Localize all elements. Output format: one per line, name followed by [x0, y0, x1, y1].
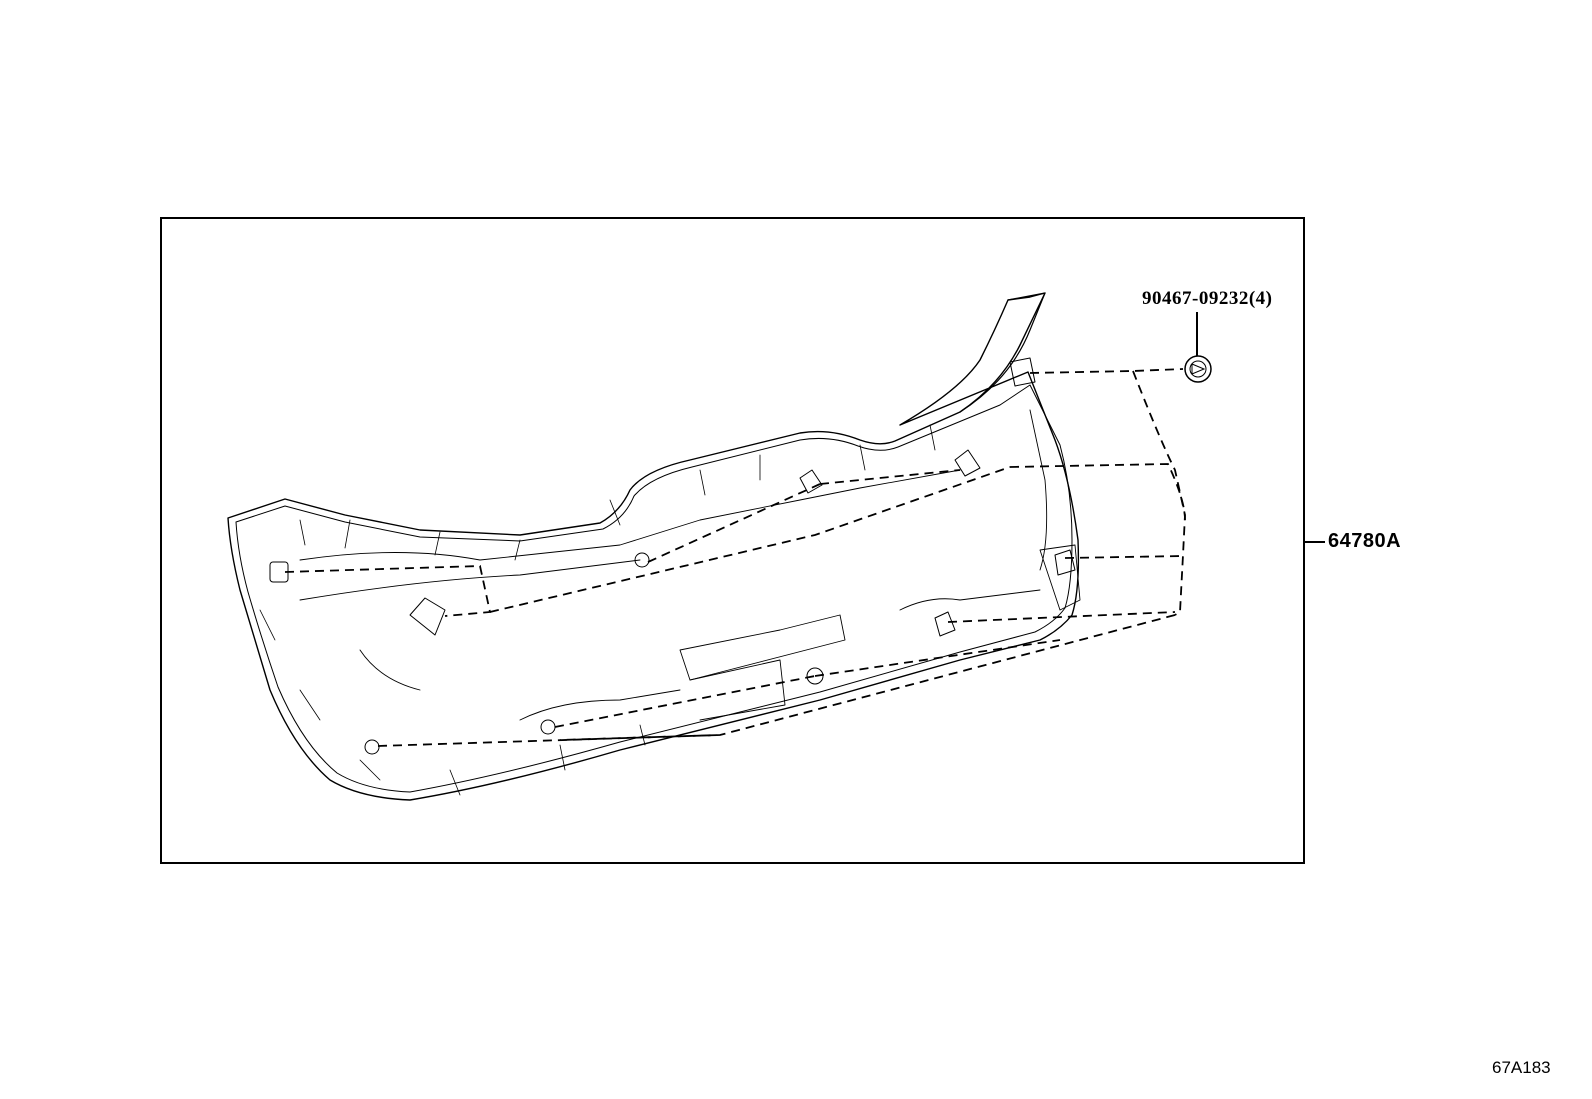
clip-seats	[269, 357, 1076, 755]
panel-outline	[227, 292, 1080, 801]
leader-lines	[284, 368, 1186, 747]
clip-icon	[1184, 312, 1212, 383]
panel-part-number: 64780A	[1328, 530, 1402, 552]
fastener-part-number: 90467-09232(4)	[1142, 288, 1273, 309]
diagram-id: 67A183	[1492, 1058, 1551, 1077]
diagram-frame	[160, 217, 1305, 864]
